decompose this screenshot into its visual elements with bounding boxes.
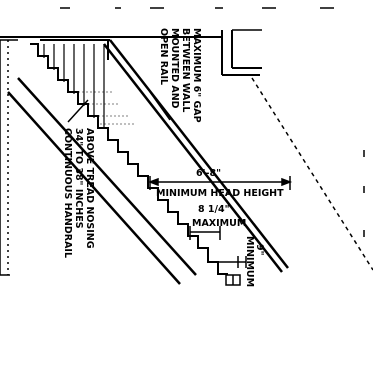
dashed-guide-line xyxy=(251,77,373,271)
head-height-dimension xyxy=(147,176,293,190)
handrail-line-1: CONTINUOUS HANDRAIL xyxy=(62,128,73,258)
handrail-leader xyxy=(67,99,89,123)
riser-dimension xyxy=(189,226,221,240)
tread-value: 9" xyxy=(254,244,265,256)
max-gap-line-2: BETWEEN WALL xyxy=(180,28,191,112)
riser-value: 8 1/4" xyxy=(198,204,230,215)
stair-stringer xyxy=(7,77,197,285)
handrail-label: CONTINUOUS HANDRAIL 34" TO 38" INCHES AB… xyxy=(62,128,95,258)
gap-hatching xyxy=(70,91,134,125)
riser-label: MAXIMUM xyxy=(192,218,246,229)
max-gap-line-3: MOUNTED AND xyxy=(169,28,180,109)
head-height-label: MINIMUM HEAD HEIGHT xyxy=(156,188,284,199)
max-gap-line-1: MAXIMUM 6" GAP xyxy=(191,28,202,123)
handrail-line-2: 34" TO 38" INCHES xyxy=(73,128,84,229)
tread-dimension xyxy=(208,256,247,268)
gap-leader xyxy=(149,91,171,121)
tread-label-group: 9" MINIMUM xyxy=(244,236,265,287)
bottom-landing xyxy=(225,274,241,286)
stair-steps xyxy=(30,43,228,275)
handrail-line-3: ABOVE TREAD NOSING xyxy=(84,128,95,249)
tread-label: MINIMUM xyxy=(244,236,255,287)
wall-handrail xyxy=(40,39,110,60)
max-gap-line-4: OPEN RAIL xyxy=(158,28,169,85)
left-wall xyxy=(0,39,18,276)
max-gap-label: MAXIMUM 6" GAP BETWEEN WALL MOUNTED AND … xyxy=(158,28,202,123)
head-height-value: 6'-8" xyxy=(196,168,221,179)
upper-right-wall xyxy=(221,29,262,76)
open-rail xyxy=(103,39,289,273)
rail-balusters xyxy=(43,44,105,128)
